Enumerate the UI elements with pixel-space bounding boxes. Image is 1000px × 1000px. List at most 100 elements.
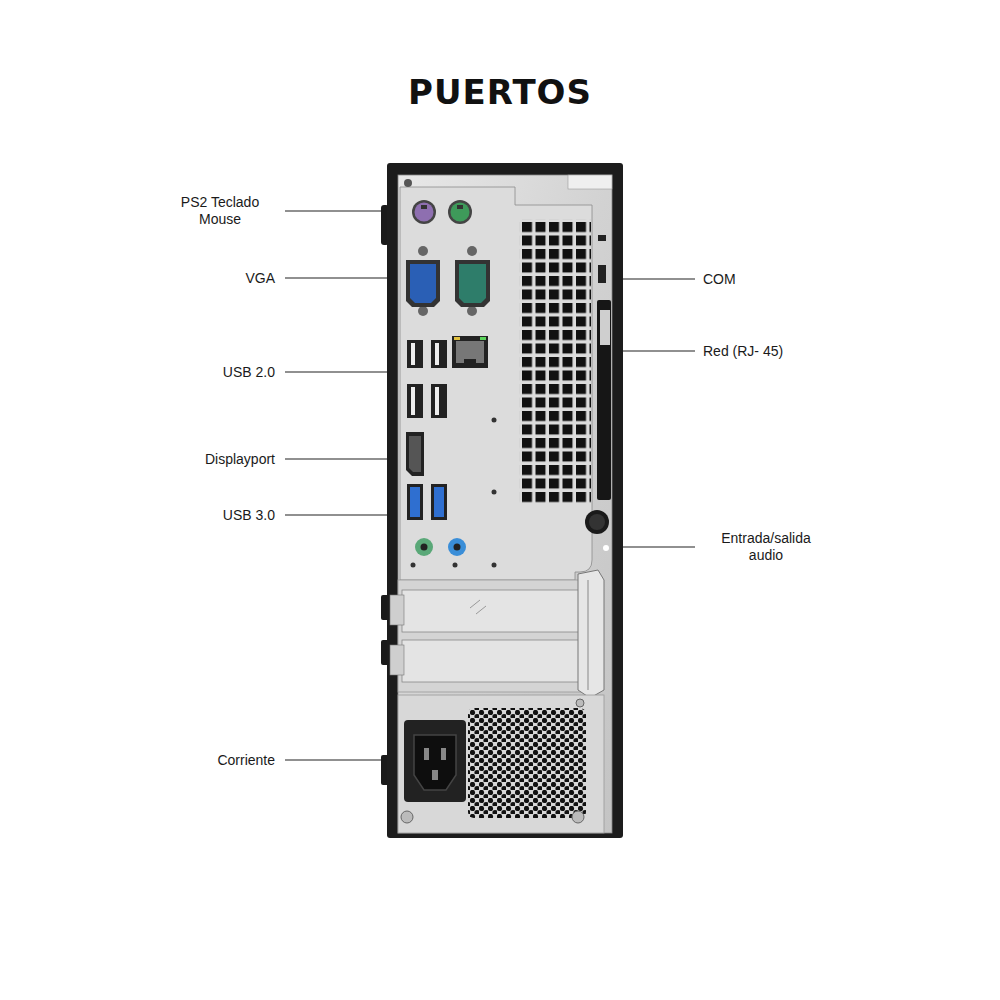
port-label: USB 3.0 xyxy=(223,507,275,524)
audio-jack xyxy=(415,538,466,556)
io-shield xyxy=(404,179,412,187)
case xyxy=(381,163,623,838)
usb2-port xyxy=(407,384,423,418)
port-label: Red (RJ- 45) xyxy=(703,343,783,360)
vga-port xyxy=(418,306,428,316)
ps2-port xyxy=(451,203,470,222)
audio-jack xyxy=(421,544,428,551)
power-supply xyxy=(441,748,446,760)
com-port xyxy=(455,246,490,316)
usb2-port xyxy=(431,340,447,368)
lock-slot xyxy=(589,514,605,530)
expansion-slot xyxy=(398,580,598,692)
expansion-slot xyxy=(588,580,589,690)
com-port xyxy=(459,264,486,303)
expansion-slot xyxy=(390,595,404,625)
lock-slot xyxy=(585,235,611,551)
lock-slot xyxy=(585,510,609,534)
power-supply xyxy=(401,811,413,823)
rj45-port xyxy=(480,337,486,340)
displayport-port xyxy=(406,432,424,476)
usb2-port xyxy=(407,340,423,368)
port-label: PS2 Teclado Mouse xyxy=(165,194,275,228)
leader-line xyxy=(285,277,400,278)
expansion-slot xyxy=(390,570,604,698)
ps2-port xyxy=(448,200,472,224)
usb2-port xyxy=(435,343,439,365)
audio-jack xyxy=(415,538,433,556)
lock-slot xyxy=(598,265,606,283)
port-label: VGA xyxy=(245,270,275,287)
port-label: USB 2.0 xyxy=(223,364,275,381)
expansion-slot xyxy=(402,590,582,632)
expansion-slot xyxy=(402,640,582,682)
usb3-port xyxy=(407,484,447,520)
power-supply xyxy=(572,811,584,823)
rj45-port xyxy=(452,336,488,368)
io-shield xyxy=(492,490,497,495)
com-port xyxy=(455,260,490,307)
leader-line xyxy=(285,458,400,459)
displayport-port xyxy=(409,436,421,472)
usb2-port xyxy=(411,343,415,365)
usb3-port xyxy=(410,487,420,517)
io-shield xyxy=(492,563,497,568)
lock-slot xyxy=(598,235,606,241)
power-supply xyxy=(424,748,429,760)
vga-port xyxy=(410,264,436,303)
io-shield xyxy=(400,187,592,580)
power-supply xyxy=(398,695,604,833)
ps2-port xyxy=(415,203,434,222)
com-port xyxy=(467,246,477,256)
vga-port xyxy=(418,246,428,256)
rj45-port xyxy=(452,336,488,368)
vga-port xyxy=(406,260,440,307)
audio-jack xyxy=(454,544,461,551)
ps2-port xyxy=(412,200,436,224)
ps2-port xyxy=(421,205,427,209)
displayport-port xyxy=(406,432,424,476)
rj45-port xyxy=(454,337,460,340)
leader-line xyxy=(285,514,400,515)
rj45-port xyxy=(464,359,476,365)
port-label: Entrada/salida audio xyxy=(706,530,826,564)
usb2-port xyxy=(411,387,415,415)
power-supply xyxy=(468,708,586,818)
usb2-port xyxy=(431,384,447,418)
port-label: Displayport xyxy=(205,451,275,468)
vga-port xyxy=(406,246,440,316)
lock-slot xyxy=(597,300,611,500)
expansion-slot xyxy=(390,645,404,675)
usb3-port xyxy=(434,487,444,517)
io-shield xyxy=(492,418,497,423)
lock-slot xyxy=(600,310,610,345)
power-supply xyxy=(432,770,438,780)
com-port xyxy=(467,306,477,316)
case xyxy=(568,175,612,189)
usb3-port xyxy=(407,484,423,520)
ps2-port xyxy=(412,200,472,224)
ps2-port xyxy=(457,205,463,209)
power-supply xyxy=(414,735,456,790)
case xyxy=(398,175,612,833)
port-label: COM xyxy=(703,271,736,288)
audio-jack xyxy=(448,538,466,556)
usb3-port xyxy=(431,484,447,520)
power-supply xyxy=(404,720,466,802)
leader-line xyxy=(285,371,400,372)
io-shield xyxy=(411,563,416,568)
port-label: Corriente xyxy=(217,752,275,769)
expansion-slot xyxy=(470,600,486,614)
case xyxy=(387,163,623,838)
power-supply xyxy=(398,695,604,833)
expansion-slot xyxy=(578,570,604,698)
io-shield xyxy=(519,219,591,505)
title: PUERTOS xyxy=(0,72,1000,112)
io-shield xyxy=(400,179,592,580)
io-shield xyxy=(453,563,458,568)
usb2-port xyxy=(407,340,447,418)
power-supply xyxy=(576,699,584,707)
usb2-port xyxy=(435,387,439,415)
